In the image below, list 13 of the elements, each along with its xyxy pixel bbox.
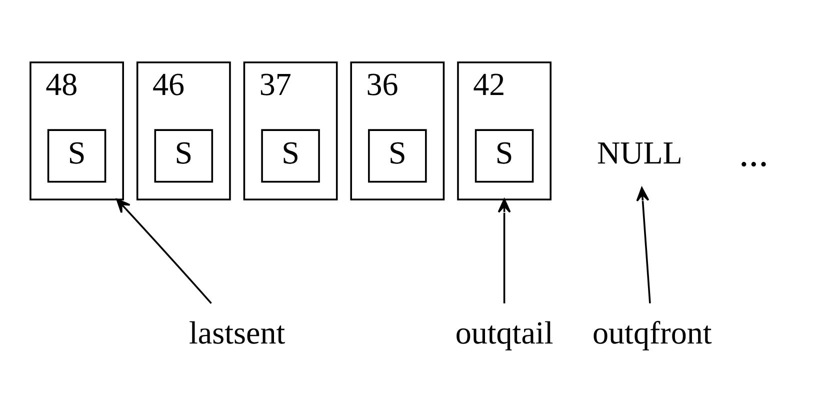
node-text: outqfront <box>592 314 712 350</box>
node-box: S <box>474 128 534 182</box>
arrow <box>116 198 212 304</box>
node-box: S <box>47 128 106 182</box>
arrow <box>498 198 511 303</box>
node-box: S <box>368 128 427 182</box>
node-box: S <box>261 128 320 182</box>
node-text: outqtail <box>455 314 554 350</box>
node-box: S <box>154 128 214 182</box>
arrow <box>636 186 651 303</box>
label: ... <box>738 131 768 174</box>
node-text: lastsent <box>189 314 286 350</box>
node-text: NULL <box>596 134 682 170</box>
